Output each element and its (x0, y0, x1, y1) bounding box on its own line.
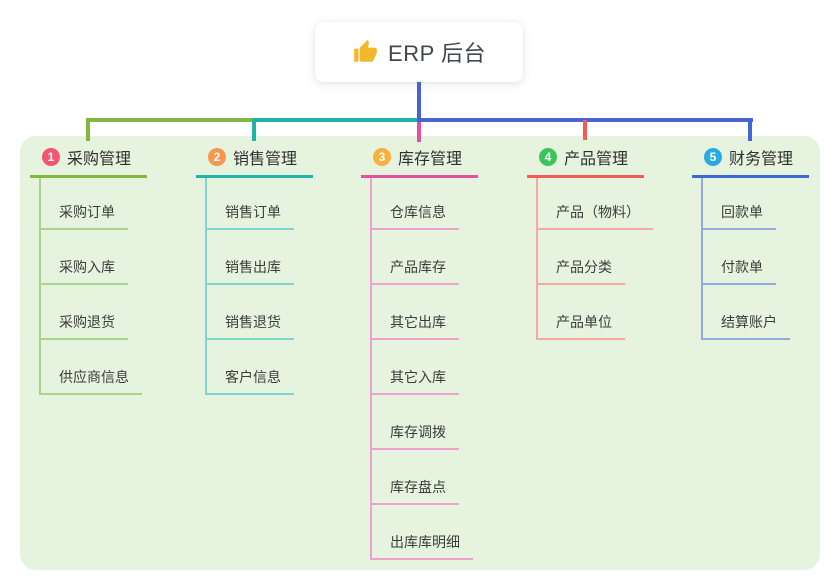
connector-drop-branch4 (583, 120, 587, 140)
branch-label: 销售管理 (233, 151, 298, 168)
child-node[interactable]: 结算账户 (703, 285, 809, 340)
branch-finance-header[interactable]: 5 财务管理 (692, 145, 809, 178)
branch-inventory-children: 仓库信息 产品库存 其它出库 其它入库 库存调拨 库存盘点 出库库明细 (370, 178, 478, 560)
branch-finance: 5 财务管理 回款单 付款单 结算账户 (692, 145, 809, 340)
mindmap-panel (20, 136, 820, 570)
branch-product: 4 产品管理 产品（物料） 产品分类 产品单位 (527, 145, 653, 340)
branch-product-header[interactable]: 4 产品管理 (527, 145, 644, 178)
child-node[interactable]: 库存调拨 (372, 395, 478, 450)
branch-number-badge: 2 (208, 148, 226, 166)
branch-inventory-header[interactable]: 3 库存管理 (361, 145, 478, 178)
child-node[interactable]: 回款单 (703, 178, 809, 230)
branch-finance-children: 回款单 付款单 结算账户 (701, 178, 809, 340)
child-node[interactable]: 出库库明细 (372, 505, 478, 560)
child-node[interactable]: 产品（物料） (538, 178, 653, 230)
branch-product-children: 产品（物料） 产品分类 产品单位 (536, 178, 653, 340)
connector-drop-branch3 (417, 122, 421, 142)
root-title: ERP 后台 (388, 41, 486, 66)
branch-purchase-children: 采购订单 采购入库 采购退货 供应商信息 (39, 178, 147, 395)
root-node[interactable]: ERP 后台 (315, 22, 523, 82)
branch-label: 库存管理 (398, 151, 463, 168)
branch-number-badge: 1 (42, 148, 60, 166)
child-node[interactable]: 销售出库 (207, 230, 313, 285)
branch-inventory: 3 库存管理 仓库信息 产品库存 其它出库 其它入库 库存调拨 库存盘点 出库库… (361, 145, 478, 560)
child-node[interactable]: 付款单 (703, 230, 809, 285)
branch-label: 财务管理 (729, 151, 794, 168)
child-node[interactable]: 采购退货 (41, 285, 147, 340)
branch-purchase: 1 采购管理 采购订单 采购入库 采购退货 供应商信息 (30, 145, 147, 395)
branch-sales-header[interactable]: 2 销售管理 (196, 145, 313, 178)
connector-hline-branch1 (86, 118, 256, 122)
branch-purchase-header[interactable]: 1 采购管理 (30, 145, 147, 178)
branch-sales: 2 销售管理 销售订单 销售出库 销售退货 客户信息 (196, 145, 313, 395)
child-node[interactable]: 产品单位 (538, 285, 644, 340)
child-node[interactable]: 其它出库 (372, 285, 478, 340)
child-node[interactable]: 销售退货 (207, 285, 313, 340)
connector-root-drop (417, 82, 421, 120)
child-node[interactable]: 其它入库 (372, 340, 478, 395)
connector-hline-branch2 (252, 118, 420, 122)
connector-drop-branch1 (86, 120, 90, 141)
child-node[interactable]: 采购订单 (41, 178, 147, 230)
child-node[interactable]: 产品分类 (538, 230, 644, 285)
child-node[interactable]: 产品库存 (372, 230, 478, 285)
connector-drop-branch5 (748, 120, 752, 141)
child-node[interactable]: 客户信息 (207, 340, 313, 395)
child-node[interactable]: 销售订单 (207, 178, 313, 230)
branch-sales-children: 销售订单 销售出库 销售退货 客户信息 (205, 178, 313, 395)
child-node[interactable]: 仓库信息 (372, 178, 478, 230)
branch-label: 采购管理 (67, 151, 132, 168)
child-node[interactable]: 供应商信息 (41, 340, 147, 395)
branch-number-badge: 4 (539, 148, 557, 166)
thumbs-up-icon (354, 40, 377, 62)
branch-label: 产品管理 (564, 151, 629, 168)
child-node[interactable]: 采购入库 (41, 230, 147, 285)
branch-number-badge: 3 (373, 148, 391, 166)
connector-drop-branch2 (252, 120, 256, 141)
child-node[interactable]: 库存盘点 (372, 450, 478, 505)
branch-number-badge: 5 (704, 148, 722, 166)
